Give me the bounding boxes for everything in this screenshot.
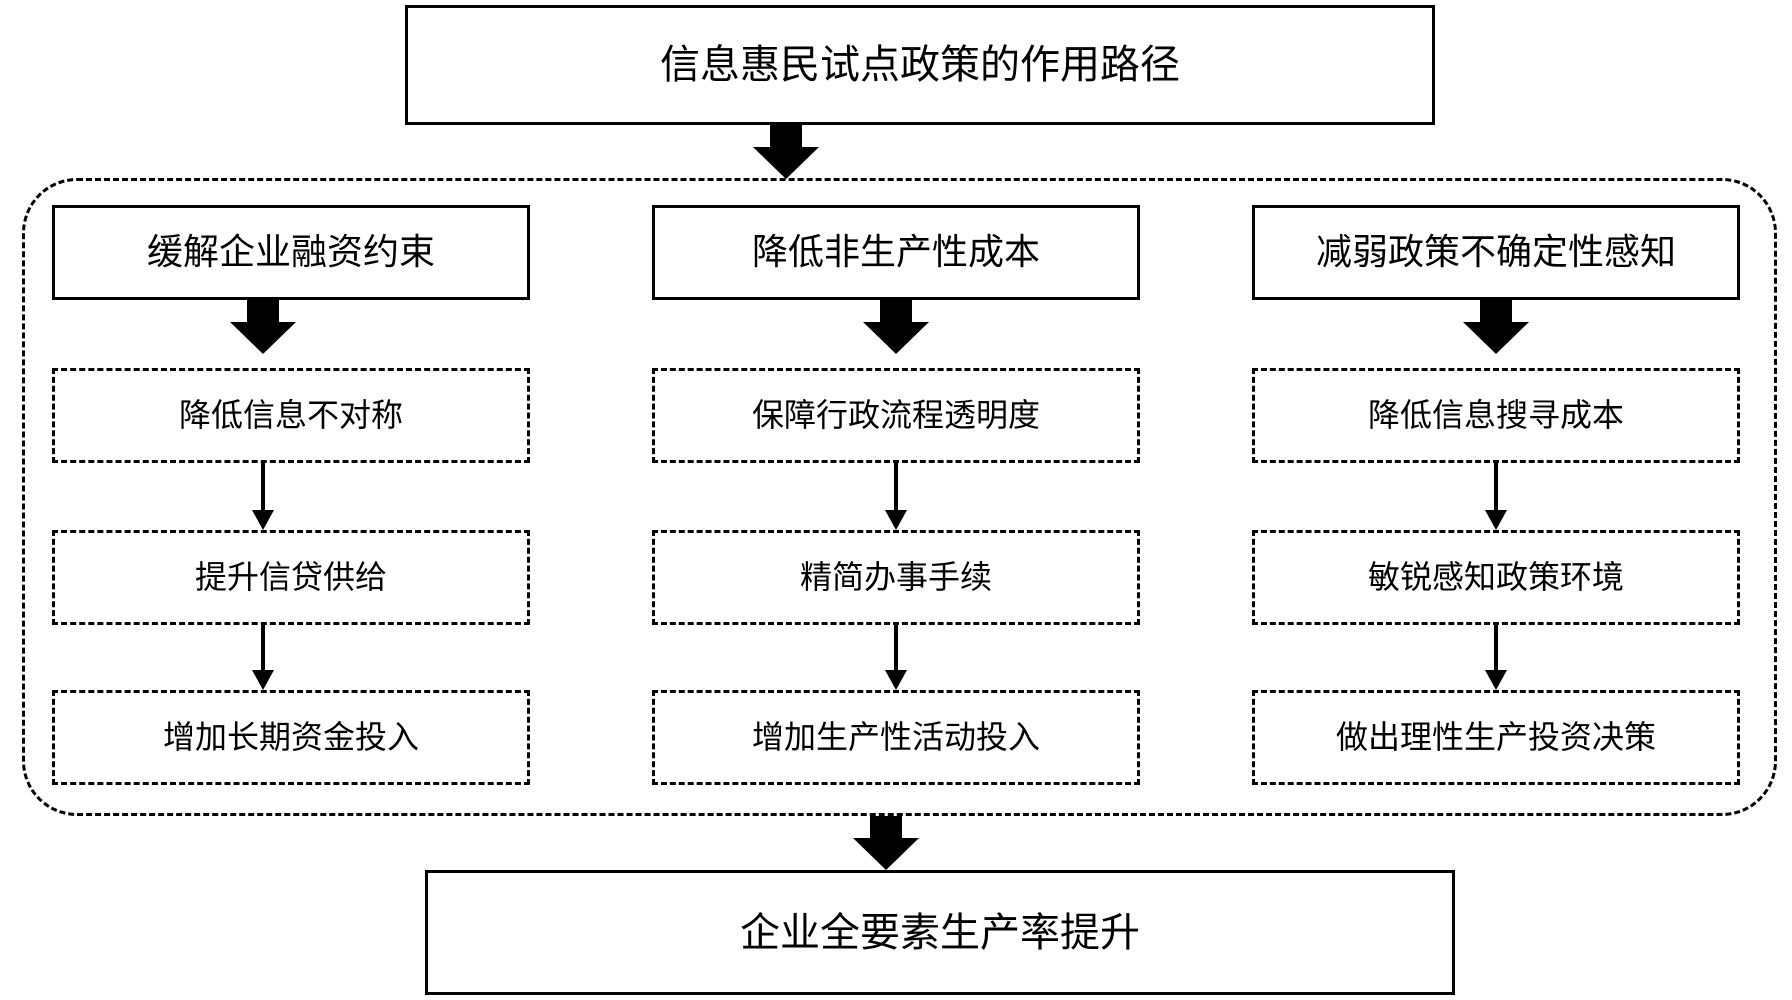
column-2-step-3-label: 增加生产性活动投入 — [751, 718, 1040, 755]
arrow-head — [1463, 322, 1529, 354]
column-2-step-2: 精简办事手续 — [652, 530, 1140, 625]
arrow-head — [252, 670, 274, 690]
arrow-head — [885, 670, 907, 690]
column-header-2: 降低非生产性成本 — [652, 205, 1140, 300]
arrow-head — [753, 147, 819, 179]
column-3-step-3-label: 做出理性生产投资决策 — [1335, 718, 1656, 755]
arrow-head — [853, 838, 919, 870]
column-1-step-1: 降低信息不对称 — [52, 368, 530, 463]
arrow-head — [252, 510, 274, 530]
arrow-shaft — [770, 125, 802, 147]
diagram-title-text: 信息惠民试点政策的作用路径 — [660, 42, 1180, 87]
arrow-shaft — [1494, 625, 1498, 670]
arrow-head — [1485, 670, 1507, 690]
column-1-step-3-label: 增加长期资金投入 — [162, 718, 419, 755]
arrow-shaft — [1480, 300, 1512, 322]
column-3-step-2-label: 敏锐感知政策环境 — [1367, 558, 1624, 595]
column-header-3-label: 减弱政策不确定性感知 — [1315, 231, 1676, 272]
column-3-step-1-label: 降低信息搜寻成本 — [1367, 396, 1624, 433]
mechanism-group-container — [22, 178, 1777, 816]
column-header-1: 缓解企业融资约束 — [52, 205, 530, 300]
column-1-step-2: 提升信贷供给 — [52, 530, 530, 625]
arrow-shaft — [880, 300, 912, 322]
arrow-shaft — [247, 300, 279, 322]
arrow-shaft — [261, 463, 265, 510]
conclusion-box: 企业全要素生产率提升 — [425, 870, 1455, 995]
column-1-step-3: 增加长期资金投入 — [52, 690, 530, 785]
column-3-step-1: 降低信息搜寻成本 — [1252, 368, 1740, 463]
arrow-head — [230, 322, 296, 354]
column-header-2-label: 降低非生产性成本 — [751, 231, 1040, 272]
conclusion-text: 企业全要素生产率提升 — [740, 909, 1140, 955]
arrow-shaft — [894, 463, 898, 510]
arrow-head — [885, 510, 907, 530]
column-1-step-1-label: 降低信息不对称 — [178, 396, 403, 433]
column-3-step-2: 敏锐感知政策环境 — [1252, 530, 1740, 625]
column-2-step-1-label: 保障行政流程透明度 — [751, 396, 1040, 433]
column-2-step-3: 增加生产性活动投入 — [652, 690, 1140, 785]
arrow-head — [863, 322, 929, 354]
arrow-shaft — [261, 625, 265, 670]
column-header-3: 减弱政策不确定性感知 — [1252, 205, 1740, 300]
column-3-step-3: 做出理性生产投资决策 — [1252, 690, 1740, 785]
arrow-head — [1485, 510, 1507, 530]
diagram-title-box: 信息惠民试点政策的作用路径 — [405, 5, 1435, 125]
column-2-step-1: 保障行政流程透明度 — [652, 368, 1140, 463]
column-1-step-2-label: 提升信贷供给 — [194, 558, 387, 595]
arrow-shaft — [1494, 463, 1498, 510]
arrow-shaft — [870, 816, 902, 838]
column-2-step-2-label: 精简办事手续 — [799, 558, 992, 595]
column-header-1-label: 缓解企业融资约束 — [146, 231, 435, 272]
arrow-shaft — [894, 625, 898, 670]
